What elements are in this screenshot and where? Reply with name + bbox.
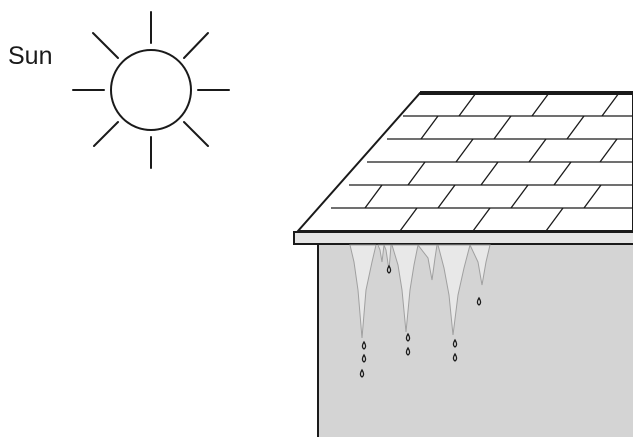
water-drop <box>478 298 481 305</box>
water-drop <box>363 355 366 362</box>
water-drop <box>454 340 457 347</box>
water-drop <box>361 370 364 377</box>
water-drop <box>407 334 410 341</box>
water-drop <box>388 266 391 273</box>
roof-eave <box>294 232 633 244</box>
water-drop <box>363 342 366 349</box>
sun-label: Sun <box>8 42 52 70</box>
water-drop <box>454 354 457 361</box>
water-drop <box>407 348 410 355</box>
sun-icon <box>73 12 229 168</box>
roof <box>298 93 633 231</box>
